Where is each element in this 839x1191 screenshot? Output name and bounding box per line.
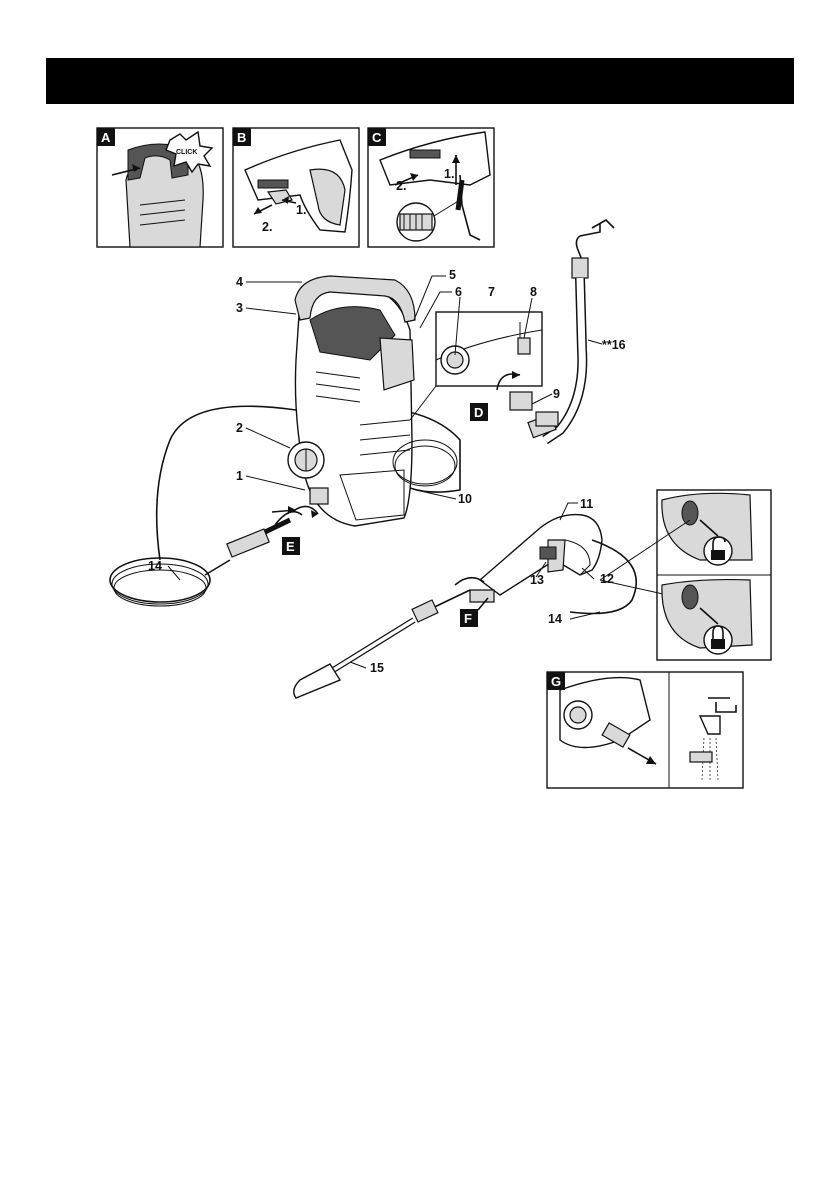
callout-8: 8 — [530, 285, 537, 299]
callout-4: 4 — [236, 275, 243, 289]
step-b-label: B — [237, 130, 246, 145]
panel-c: 2. 1. C — [368, 128, 494, 247]
callout-11: 11 — [580, 497, 593, 511]
callout-14-gun: 14 — [548, 612, 562, 626]
callout-3: 3 — [236, 301, 243, 315]
callout-1: 1 — [236, 469, 243, 483]
panel-g: G — [547, 672, 743, 788]
callout-5: 5 — [449, 268, 456, 282]
panel-a: CLICK A — [97, 128, 223, 247]
callout-9: 9 — [553, 387, 560, 401]
step-f-label: F — [464, 611, 472, 626]
callout-16: **16 — [602, 338, 626, 352]
trigger-lock-inset — [600, 490, 771, 660]
callout-10: 10 — [458, 492, 472, 506]
step-a-label: A — [101, 130, 111, 145]
callout-14-cable: 14 — [148, 559, 162, 573]
step-c-label: C — [372, 130, 382, 145]
c-step-1: 1. — [444, 167, 454, 181]
b-step-1: 1. — [296, 203, 306, 217]
b-step-2: 2. — [262, 220, 272, 234]
callout-6: 6 — [455, 285, 462, 299]
step-e-label: E — [286, 539, 295, 554]
pressure-washer-unit — [288, 276, 457, 526]
callout-2: 2 — [236, 421, 243, 435]
locked-padlock-icon — [704, 626, 732, 654]
panel-b: 1. 2. B — [233, 128, 359, 247]
c-step-2: 2. — [396, 179, 406, 193]
click-text: CLICK — [176, 149, 197, 156]
step-d-label: D — [474, 405, 483, 420]
trigger-gun — [480, 515, 636, 614]
callout-7: 7 — [488, 285, 495, 299]
spray-lance — [294, 578, 494, 698]
step-g-label: G — [551, 674, 561, 689]
unlocked-padlock-icon — [704, 537, 732, 565]
callout-13: 13 — [530, 573, 544, 587]
callout-15: 15 — [370, 661, 384, 675]
callout-12: 12 — [600, 572, 614, 586]
